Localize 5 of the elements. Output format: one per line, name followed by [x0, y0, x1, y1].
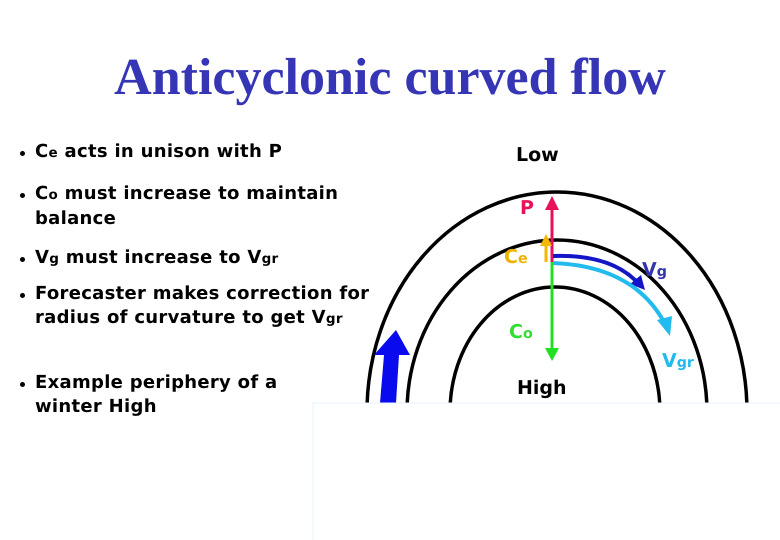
pole-label: Low: [516, 144, 559, 166]
vector-label: P: [520, 197, 534, 219]
title: Anticyclonic curved flow: [113, 48, 667, 107]
pole-label: High: [517, 377, 567, 399]
bullet-text: Example periphery of a winter High: [35, 371, 278, 419]
